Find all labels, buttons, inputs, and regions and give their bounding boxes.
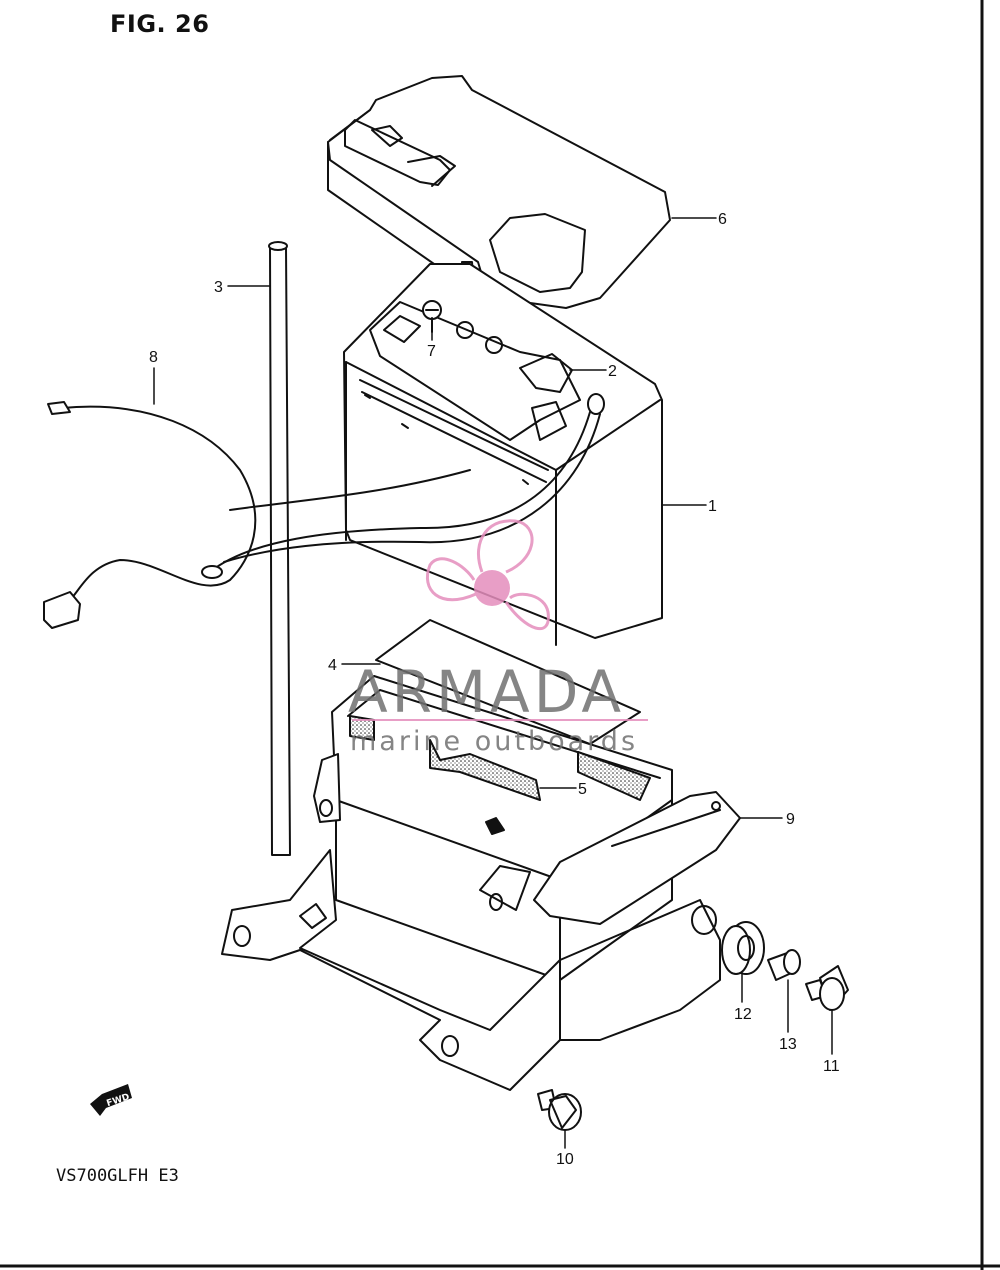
grommet-part-12 — [721, 921, 765, 975]
collar-part-13 — [767, 949, 801, 981]
watermark: ARMADA marine outboards — [348, 519, 648, 757]
forward-arrow-icon: FWD — [90, 1084, 132, 1116]
model-code: VS700GLFH E3 — [56, 1166, 179, 1186]
mounting-plate-part-9 — [533, 791, 741, 925]
callout-11: 11 — [823, 1058, 840, 1075]
watermark-subtitle: marine outboards — [350, 726, 638, 757]
battery-cover-part-6 — [327, 75, 671, 309]
foam-cushion-part-5 — [349, 715, 651, 801]
callout-13: 13 — [779, 1036, 797, 1053]
callout-12: 12 — [734, 1006, 752, 1023]
lower-bracket — [221, 849, 721, 1091]
callout-8: 8 — [149, 349, 158, 366]
callout-7: 7 — [427, 343, 436, 360]
callout-10: 10 — [556, 1151, 574, 1168]
battery-part-1 — [343, 263, 663, 646]
battery-pad-part-4 — [375, 619, 641, 745]
callout-1: 1 — [708, 498, 717, 515]
bolt-part-11 — [805, 965, 849, 1011]
lead-wire-part-8 — [43, 393, 605, 629]
callout-9: 9 — [786, 811, 795, 828]
callout-4: 4 — [328, 657, 337, 674]
callout-numbers: 1 2 3 4 5 6 7 8 9 10 11 12 13 — [149, 211, 840, 1168]
callout-6: 6 — [718, 211, 727, 228]
terminal-screw-part-7 — [422, 300, 442, 333]
propeller-logo-icon — [425, 519, 550, 631]
bolt-part-10 — [537, 1089, 582, 1131]
callout-leaders — [153, 217, 833, 1149]
callout-3: 3 — [214, 279, 223, 296]
watermark-title: ARMADA — [348, 658, 625, 726]
callout-5: 5 — [578, 781, 587, 798]
callout-2: 2 — [608, 363, 617, 380]
figure-title: FIG. 26 — [110, 10, 210, 38]
